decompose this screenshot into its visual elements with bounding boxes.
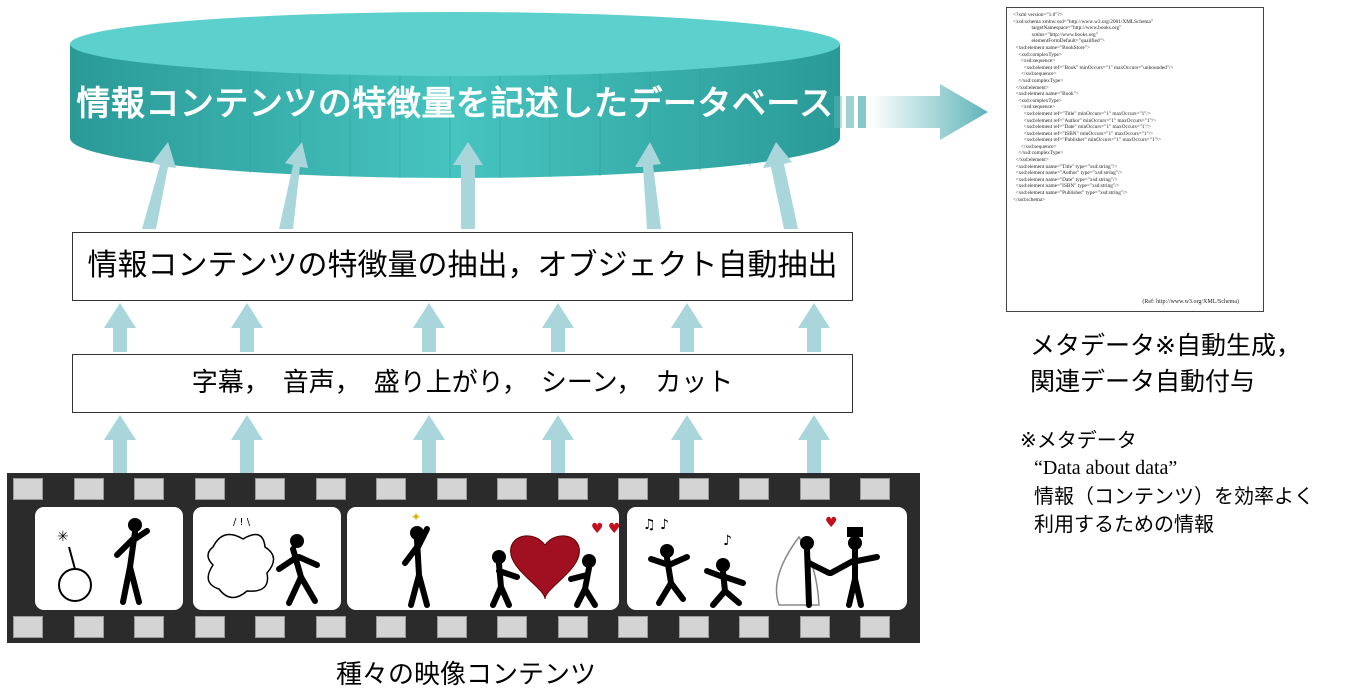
xml-line: </xsd:element>	[1013, 84, 1049, 91]
database-label: 情報コンテンツの特徴量を記述したデータベース	[76, 84, 834, 124]
xml-line: <xsd:element ref="Publisher" minOccurs="…	[1013, 137, 1162, 144]
sprocket-hole	[678, 478, 709, 500]
xml-line: <xsd:element ref="Date" minOccurs="1" ma…	[1013, 124, 1152, 131]
xml-line: <xsd:element ref="ISBN" minOccurs="1" ma…	[1013, 130, 1154, 137]
svg-text:✦: ✦	[411, 510, 421, 524]
sprocket-hole	[799, 478, 830, 500]
xml-line: elementFormDefault="qualified">	[1013, 38, 1105, 45]
footnote-line-1: “Data about data”	[1034, 457, 1178, 479]
xml-line: <xsd:sequence>	[1013, 58, 1056, 65]
svg-text:/ ! \: / ! \	[233, 517, 251, 528]
sprocket-hole	[739, 616, 769, 638]
xml-line: </xsd:complexType>	[1013, 77, 1064, 84]
svg-text:✳: ✳	[57, 529, 69, 545]
film-frame: ♥ ♥	[471, 507, 619, 610]
film-strip: ✳ / ! \ ✦ ♥ ♥ ♫ ♪ ♪ ♥	[7, 473, 920, 643]
sprocket-hole	[376, 616, 406, 638]
metadata-line-1: メタデータ※自動生成，	[1030, 331, 1301, 360]
footnote-line-2: 情報（コンテンツ）を効率よく	[1034, 484, 1314, 508]
sprocket-hole	[436, 478, 467, 500]
sprocket-hole	[13, 478, 43, 500]
metadata-footnote: ※メタデータ “Data about data” 情報（コンテンツ）を効率よく …	[1020, 426, 1314, 538]
sprocket-hole	[557, 616, 588, 638]
cartoon-figure-icon: ✳	[57, 518, 150, 605]
film-frame: ✳	[35, 507, 183, 610]
xml-line: <xsd:element ref="Book" minOccurs="1" ma…	[1013, 64, 1174, 71]
sprocket-hole	[134, 478, 164, 500]
xml-line: </xsd:complexType>	[1013, 150, 1064, 157]
sprocket-hole	[376, 478, 406, 500]
film-caption: 種々の映像コンテンツ	[335, 660, 596, 690]
sprocket-hole	[739, 478, 769, 500]
sprocket-hole	[618, 616, 648, 638]
xml-line: <xsd:element name="Date" type="xsd:strin…	[1013, 176, 1118, 183]
sprocket-hole	[557, 478, 588, 500]
xml-lines: <?xml version="1.0"?><xsd:schema xmlns:x…	[1013, 12, 1257, 203]
xml-line: <xsd:element ref="Author" minOccurs="1" …	[1013, 117, 1157, 124]
metadata-line-2: 関連データ自動付与	[1030, 367, 1256, 396]
xml-line: <xsd:element name="Publisher" type="xsd:…	[1013, 190, 1128, 197]
cartoon-figure-icon: ✦	[402, 510, 430, 608]
xml-line: </xsd:sequence>	[1013, 71, 1057, 78]
xml-schema-document: <?xml version="1.0"?><xsd:schema xmlns:x…	[1006, 7, 1264, 312]
xml-line: <xsd:sequence>	[1013, 104, 1056, 111]
sprocket-hole	[860, 478, 890, 500]
film-frame: ♥	[759, 507, 907, 610]
sprocket-hole	[255, 616, 285, 638]
sprocket-hole	[255, 478, 285, 500]
extraction-box: 情報コンテンツの特徴量の抽出，オブジェクト自動抽出	[72, 232, 853, 301]
sprocket-hole	[618, 478, 648, 500]
sprocket-hole	[497, 478, 527, 500]
xml-line: <xsd:element name="BookStore">	[1013, 44, 1090, 51]
metadata-caption: メタデータ※自動生成， 関連データ自動付与	[1030, 328, 1301, 400]
xml-line: <xsd:complexType>	[1013, 51, 1062, 58]
xml-line: <xsd:element ref="Title" minOccurs="1" m…	[1013, 110, 1151, 117]
xml-line: <xsd:element name="ISBN" type="xsd:strin…	[1013, 183, 1120, 190]
sprocket-hole	[194, 478, 225, 500]
sprocket-hole	[436, 616, 467, 638]
xml-line: <xsd:element name="Title" type="xsd:stri…	[1013, 163, 1118, 170]
sprocket-hole	[799, 616, 830, 638]
footnote-line-3: 利用するための情報	[1034, 512, 1214, 536]
sprocket-hole	[194, 616, 225, 638]
sprocket-hole	[678, 616, 709, 638]
svg-text:♥ ♥: ♥ ♥	[591, 521, 619, 537]
xml-line: </xsd:element>	[1013, 157, 1049, 164]
svg-text:♪: ♪	[723, 533, 732, 549]
right-arrow-icon	[834, 84, 988, 140]
xml-line: <?xml version="1.0"?>	[1013, 12, 1063, 18]
features-box: 字幕， 音声， 盛り上がり， シーン， カット	[72, 354, 853, 413]
sprocket-hole	[13, 616, 43, 638]
xml-line: <xsd:element name="Book">	[1013, 91, 1079, 98]
film-frame: / ! \	[193, 507, 341, 610]
svg-text:♫ ♪: ♫ ♪	[643, 517, 669, 533]
xml-reference: (Ref: http://www.w3.org/XML/Schema)	[1142, 299, 1239, 306]
sprocket-hole	[73, 478, 104, 500]
sprocket-hole	[497, 616, 527, 638]
sprocket-hole	[73, 616, 104, 638]
cartoon-figure-icon: ♫ ♪ ♪	[643, 517, 746, 608]
sprocket-hole	[860, 616, 890, 638]
xml-line: xmlns="http://www.books.org"	[1013, 31, 1098, 38]
xml-line: targetNamespace="http://www.books.org"	[1013, 25, 1122, 32]
xml-line: <xsd:element name="Author" type="xsd:str…	[1013, 170, 1123, 177]
film-frame: ♫ ♪ ♪	[627, 507, 775, 610]
up-arrows-top	[142, 142, 798, 229]
cartoon-figure-icon: / ! \	[207, 517, 320, 606]
sprocket-hole	[315, 616, 346, 638]
sprocket-hole	[315, 478, 346, 500]
xml-line: </xsd:schema>	[1013, 196, 1046, 203]
xml-line: </xsd:sequence>	[1013, 143, 1057, 150]
xml-line: <xsd:complexType>	[1013, 97, 1062, 104]
xml-line: <xsd:schema xmlns:xsd="http://www.w3.org…	[1013, 18, 1154, 25]
cartoon-figure-icon: ♥ ♥	[490, 521, 619, 608]
svg-text:♥: ♥	[825, 515, 838, 531]
up-arrows-middle	[104, 303, 830, 352]
cartoon-figure-icon: ♥	[775, 515, 880, 608]
footnote-title: ※メタデータ	[1020, 428, 1137, 452]
sprocket-hole	[134, 616, 164, 638]
film-frame: ✦	[347, 507, 495, 610]
